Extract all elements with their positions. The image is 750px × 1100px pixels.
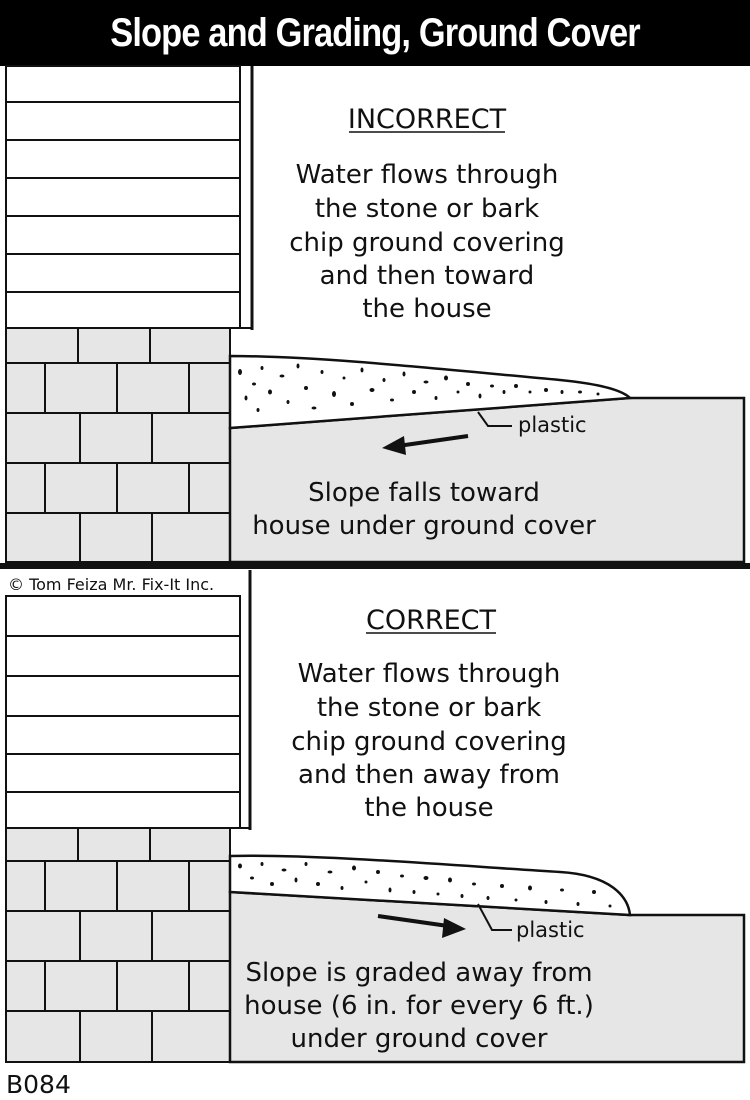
description-line: the stone or bark	[317, 693, 541, 723]
heading-correct: CORRECT	[366, 605, 497, 636]
house-siding-bottom	[5, 570, 252, 830]
panel-correct	[5, 570, 746, 1064]
description-line: chip ground covering	[289, 228, 565, 258]
description-line: Water flows through	[296, 160, 559, 190]
description-line: chip ground covering	[291, 727, 567, 757]
description-line: the stone or bark	[315, 194, 539, 224]
plastic-label-bottom: plastic	[516, 918, 585, 942]
arrow-away-from-house	[377, 914, 466, 938]
description-line: the house	[364, 793, 493, 823]
arrow-toward-house	[382, 434, 469, 455]
ground-cover-top	[228, 354, 633, 430]
slope-text-line: Slope is graded away from	[245, 958, 592, 988]
title-bar: Slope and Grading, Ground Cover	[0, 0, 750, 66]
slope-text-line: house under ground cover	[252, 511, 596, 541]
plastic-leader-bottom	[477, 903, 512, 931]
slope-text-line: under ground cover	[291, 1024, 548, 1054]
slope-text-line: Slope falls toward	[308, 478, 540, 508]
stone-chips-bottom	[238, 862, 612, 908]
heading-incorrect: INCORRECT	[348, 104, 507, 135]
slope-text-line: house (6 in. for every 6 ft.)	[244, 991, 594, 1021]
plastic-label-top: plastic	[518, 413, 587, 437]
brick-foundation-bottom	[5, 827, 231, 1063]
stone-chips-top	[238, 363, 600, 412]
description-line: and then away from	[298, 760, 560, 790]
copyright-credit: © Tom Feiza Mr. Fix-It Inc.	[8, 575, 214, 594]
house-siding-top	[5, 65, 254, 330]
diagram-title: Slope and Grading, Ground Cover	[110, 11, 640, 55]
description-line: and then toward	[320, 261, 535, 291]
panel-incorrect	[5, 65, 746, 564]
plastic-leader-top	[477, 411, 512, 427]
figure-code: B084	[6, 1070, 71, 1099]
brick-foundation-top	[5, 327, 231, 563]
description-line: Water flows through	[298, 659, 561, 689]
description-line: the house	[362, 294, 491, 324]
